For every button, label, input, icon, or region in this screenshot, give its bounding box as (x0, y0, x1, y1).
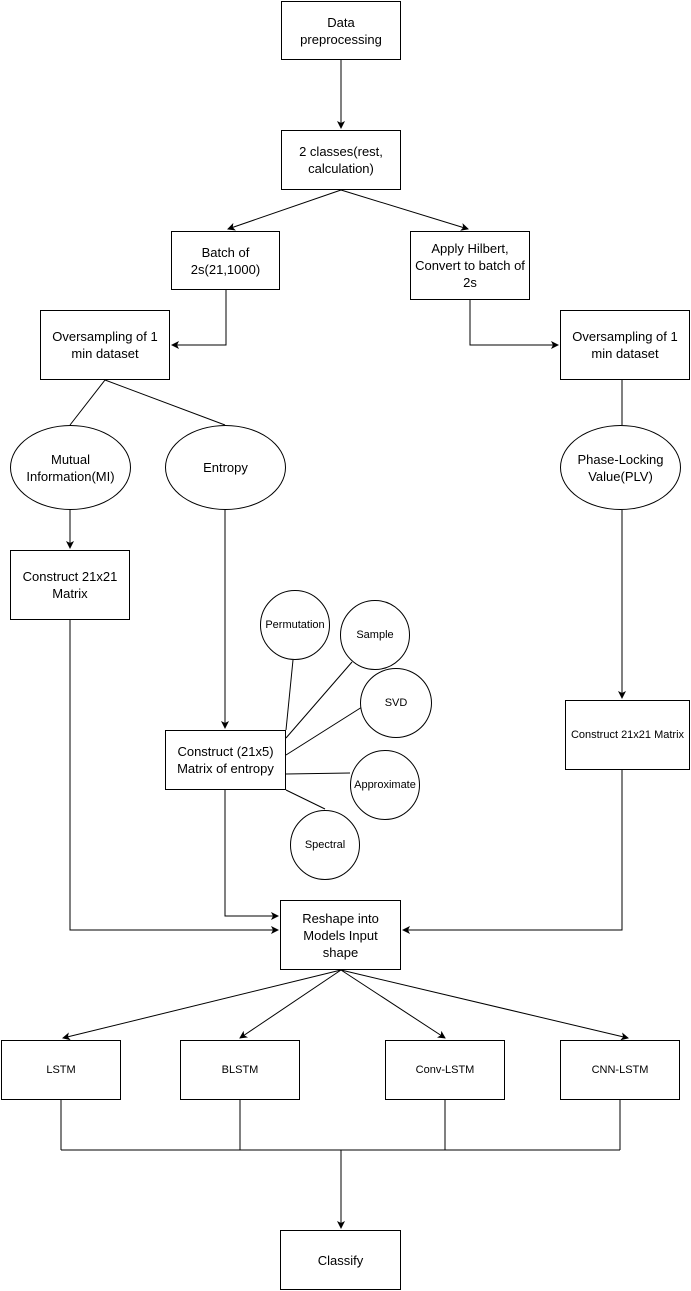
node-permutation: Permutation (260, 590, 330, 660)
edge-oversampling-to-entropy (104, 379, 226, 426)
edge-matrix-right-to-reshape (402, 770, 623, 934)
node-mutual-information: Mutual Information(MI) (10, 425, 131, 510)
edge-reshape-to-blstm (239, 969, 342, 1039)
node-construct-21x21-left: Construct 21x21 Matrix (10, 550, 130, 620)
edge-matrix-to-spectral (285, 789, 326, 810)
node-oversampling-right: Oversampling of 1 min dataset (560, 310, 690, 380)
edge-matrix-to-approximate (285, 772, 351, 775)
node-reshape: Reshape into Models Input shape (280, 900, 401, 970)
node-blstm: BLSTM (180, 1040, 300, 1100)
node-two-classes: 2 classes(rest, calculation) (281, 130, 401, 190)
edge-reshape-to-conv-lstm (340, 969, 446, 1039)
edge-hilbert-to-oversampling-right (469, 300, 559, 349)
edge-classes-to-batch (227, 189, 342, 231)
edge-matrix-left-to-reshape (69, 620, 279, 934)
edge-matrix-to-sample (285, 661, 353, 739)
edge-reshape-to-cnn-lstm (340, 969, 629, 1041)
node-oversampling-left: Oversampling of 1 min dataset (40, 310, 170, 380)
edge-oversampling-to-mi (69, 379, 106, 426)
edge-classes-to-hilbert (340, 189, 469, 231)
node-svd: SVD (360, 668, 432, 738)
node-sample: Sample (340, 600, 410, 670)
edge-matrix-to-svd (285, 706, 363, 756)
node-approximate: Approximate (350, 750, 420, 820)
node-construct-21x21-right: Construct 21x21 Matrix (565, 700, 690, 770)
node-lstm: LSTM (1, 1040, 121, 1100)
node-cnn-lstm: CNN-LSTM (560, 1040, 680, 1100)
node-plv: Phase-Locking Value(PLV) (560, 425, 681, 510)
node-apply-hilbert: Apply Hilbert, Convert to batch of 2s (410, 231, 530, 300)
node-batch-2s: Batch of 2s(21,1000) (171, 231, 280, 290)
node-classify: Classify (280, 1230, 401, 1290)
node-entropy: Entropy (165, 425, 286, 510)
edge-matrix-to-permutation (285, 659, 294, 731)
node-construct-21x5: Construct (21x5) Matrix of entropy (165, 730, 286, 790)
edge-reshape-to-lstm (62, 969, 342, 1041)
node-spectral: Spectral (290, 810, 360, 880)
node-conv-lstm: Conv-LSTM (385, 1040, 505, 1100)
edge-batch-to-oversampling-left (171, 290, 227, 349)
node-data-preprocessing: Data preprocessing (281, 1, 401, 60)
edge-matrix-21x5-to-reshape (224, 790, 279, 920)
